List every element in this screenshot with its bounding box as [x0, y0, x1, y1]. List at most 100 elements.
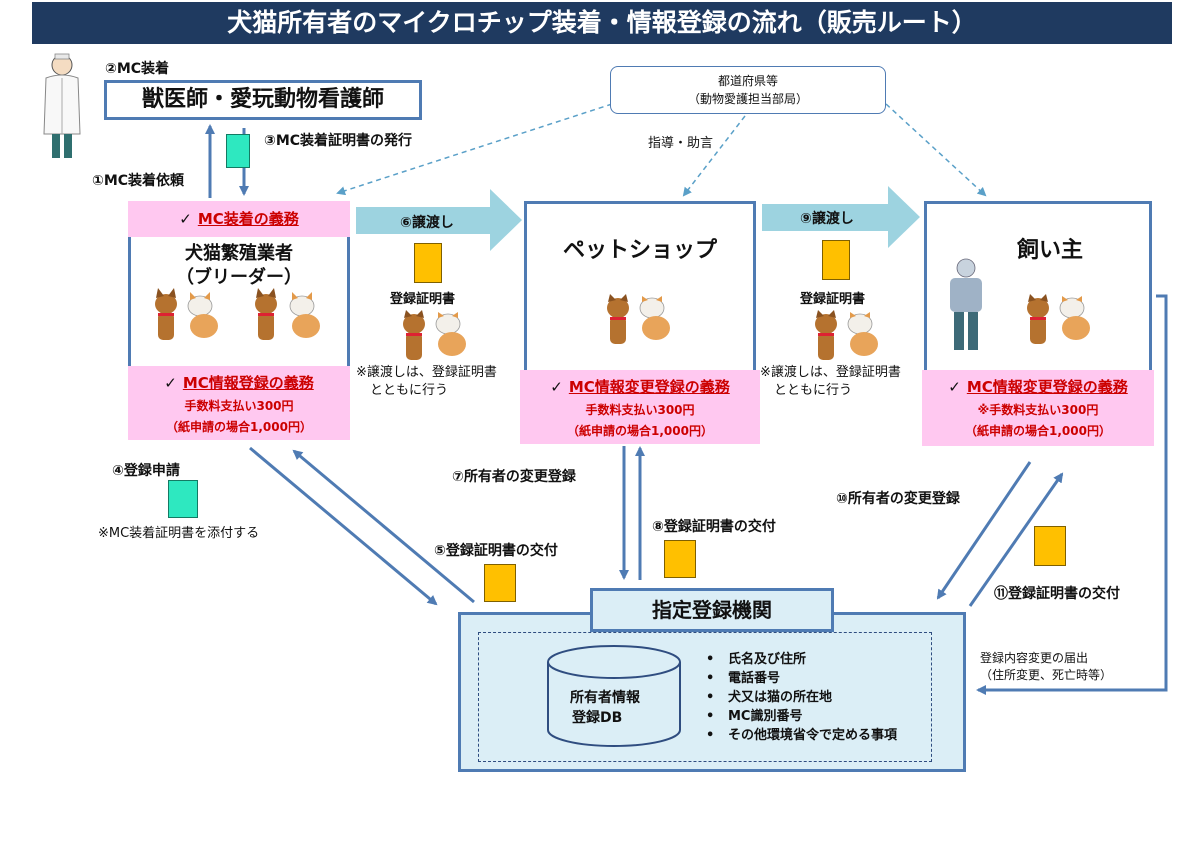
step-6-label: ⑥譲渡し	[400, 215, 454, 231]
breeder-duty-bottom: ✓ MC情報登録の義務 手数料支払い300円 （紙申請の場合1,000円）	[128, 366, 350, 440]
petshop-name: ペットショップ	[562, 238, 717, 263]
registry-item: 氏名及び住所	[706, 650, 897, 669]
db-label-line1: 所有者情報	[570, 690, 640, 706]
registry-inner	[478, 632, 932, 762]
step-8-label: ⑧登録証明書の交付	[652, 519, 776, 535]
arrow-owner-change-owner	[936, 461, 1032, 600]
dog-icon	[1027, 294, 1049, 344]
transfer-2-note-line2: とともに行う	[774, 383, 853, 398]
step-11-label: ⑪登録証明書の交付	[994, 586, 1120, 602]
transfer-2-cert-label: 登録証明書	[800, 292, 866, 307]
step-7-label: ⑦所有者の変更登録	[452, 469, 576, 485]
db-label: 所有者情報 登録DB	[560, 688, 640, 728]
vet-icon	[43, 53, 81, 158]
guidance-line-breeder	[336, 103, 613, 196]
check-icon: ✓	[179, 210, 192, 228]
breeder-duty-line: ✓ MC情報登録の義務	[128, 372, 350, 393]
check-icon: ✓	[550, 378, 563, 396]
petshop-duty-line: ✓ MC情報変更登録の義務	[520, 376, 760, 397]
transfer-2-note-line1: ※譲渡しは、登録証明書	[760, 365, 901, 380]
check-icon: ✓	[164, 374, 177, 392]
change-notice-line2: （住所変更、死亡時等）	[980, 668, 1113, 682]
cat-icon	[187, 292, 218, 338]
registry-title-box: 指定登録機関	[590, 588, 834, 632]
guidance-line-shop	[682, 115, 746, 197]
step-5-label: ⑤登録証明書の交付	[434, 543, 558, 559]
petshop-duty-change: MC情報変更登録の義務	[568, 378, 730, 396]
breeder-pets	[155, 288, 320, 340]
breeder-name-block: 犬猫繁殖業者 （ブリーダー）	[128, 242, 350, 290]
prefecture-line1: 都道府県等	[717, 74, 778, 88]
breeder-duty-register: MC情報登録の義務	[182, 374, 314, 392]
registry-item: 犬又は猫の所在地	[706, 688, 897, 707]
registry-item: MC識別番号	[706, 707, 897, 726]
step-9-label: ⑨譲渡し	[800, 211, 854, 227]
vet-box: 獣医師・愛玩動物看護師	[104, 80, 422, 120]
cat-icon	[639, 296, 670, 340]
step-10-label: ⑩所有者の変更登録	[836, 491, 960, 507]
step-3-label: ③MC装着証明書の発行	[264, 133, 413, 149]
guidance-label: 指導・助言	[648, 136, 714, 151]
certificate-icon-owner-return	[1034, 526, 1066, 566]
certificate-icon-breeder-return	[484, 564, 516, 602]
certificate-icon-transfer-1	[414, 243, 442, 283]
change-notice-line1: 登録内容変更の届出	[980, 651, 1089, 665]
database-icon	[547, 645, 681, 747]
petshop-pets	[607, 294, 670, 344]
step-4-note: ※MC装着証明書を添付する	[98, 526, 260, 541]
transfer-1-note: ※譲渡しは、登録証明書 とともに行う	[356, 364, 497, 400]
vet-name: 獣医師・愛玩動物看護師	[141, 87, 384, 112]
certificate-icon-mc-green	[168, 480, 198, 518]
dog-icon	[403, 310, 425, 360]
transfer-2-note: ※譲渡しは、登録証明書 とともに行う	[760, 364, 901, 400]
transfer-1-note-line1: ※譲渡しは、登録証明書	[356, 365, 497, 380]
db-label-line2: 登録DB	[572, 710, 623, 726]
petshop-duty: ✓ MC情報変更登録の義務 手数料支払い300円 （紙申請の場合1,000円）	[520, 370, 760, 444]
transfer-2-pets	[815, 310, 878, 360]
certificate-icon-mc-green-top	[226, 134, 250, 168]
breeder-duty-top: ✓ MC装着の義務	[128, 201, 350, 237]
owner-pets	[1027, 294, 1090, 344]
cat-icon	[289, 292, 320, 338]
arrow-cert-issue-breeder	[292, 449, 475, 604]
guidance-line-owner	[885, 103, 987, 197]
owner-fee-2: （紙申請の場合1,000円）	[965, 424, 1111, 438]
registry-name: 指定登録機関	[652, 598, 772, 622]
arrow-cert-issue-owner	[968, 472, 1064, 607]
breeder-subname: （ブリーダー）	[176, 267, 302, 288]
breeder-name: 犬猫繁殖業者	[185, 243, 293, 264]
owner-duty: ✓MC情報変更登録の義務 ※手数料支払い300円 （紙申請の場合1,000円）	[922, 370, 1154, 446]
petshop-fee-1: 手数料支払い300円	[585, 403, 695, 417]
transfer-arrow-2	[762, 186, 920, 248]
prefecture-box: 都道府県等 （動物愛護担当部局）	[610, 66, 886, 114]
registry-items: 氏名及び住所 電話番号 犬又は猫の所在地 MC識別番号 その他環境省令で定める事…	[706, 650, 897, 745]
certificate-icon-transfer-2	[822, 240, 850, 280]
arrow-change-notice	[976, 294, 1168, 695]
registry-item: 電話番号	[706, 669, 897, 688]
person-icon	[950, 258, 982, 350]
breeder-fee-1: 手数料支払い300円	[184, 399, 294, 413]
owner-duty-line: ✓ MC情報変更登録の義務	[922, 376, 1154, 397]
transfer-1-note-line2: とともに行う	[370, 383, 449, 398]
dog-icon	[255, 288, 277, 340]
check-icon: ✓	[948, 378, 961, 396]
cat-icon	[847, 312, 878, 356]
dog-icon	[607, 294, 629, 344]
change-notice: 登録内容変更の届出 （住所変更、死亡時等）	[980, 650, 1112, 684]
vet-step-label: ②MC装着	[105, 61, 170, 77]
owner-duty-change: MC情報変更登録の義務	[966, 378, 1128, 396]
certificate-icon-shop-return	[664, 540, 696, 578]
transfer-1-cert-label: 登録証明書	[390, 292, 456, 307]
arrow-register-apply	[249, 446, 438, 606]
breeder-duty-mc: MC装着の義務	[197, 210, 299, 228]
petshop-fee-2: （紙申請の場合1,000円）	[567, 424, 713, 438]
cat-icon	[1059, 296, 1090, 340]
page-title: 犬猫所有者のマイクロチップ装着・情報登録の流れ（販売ルート）	[32, 2, 1172, 44]
transfer-arrow-1	[356, 189, 522, 251]
transfer-1-pets	[403, 310, 466, 360]
breeder-fee-2: （紙申請の場合1,000円）	[166, 420, 312, 434]
dog-icon	[155, 288, 177, 340]
step-4-label: ④登録申請	[112, 463, 180, 479]
step-1-label: ①MC装着依頼	[92, 173, 185, 189]
